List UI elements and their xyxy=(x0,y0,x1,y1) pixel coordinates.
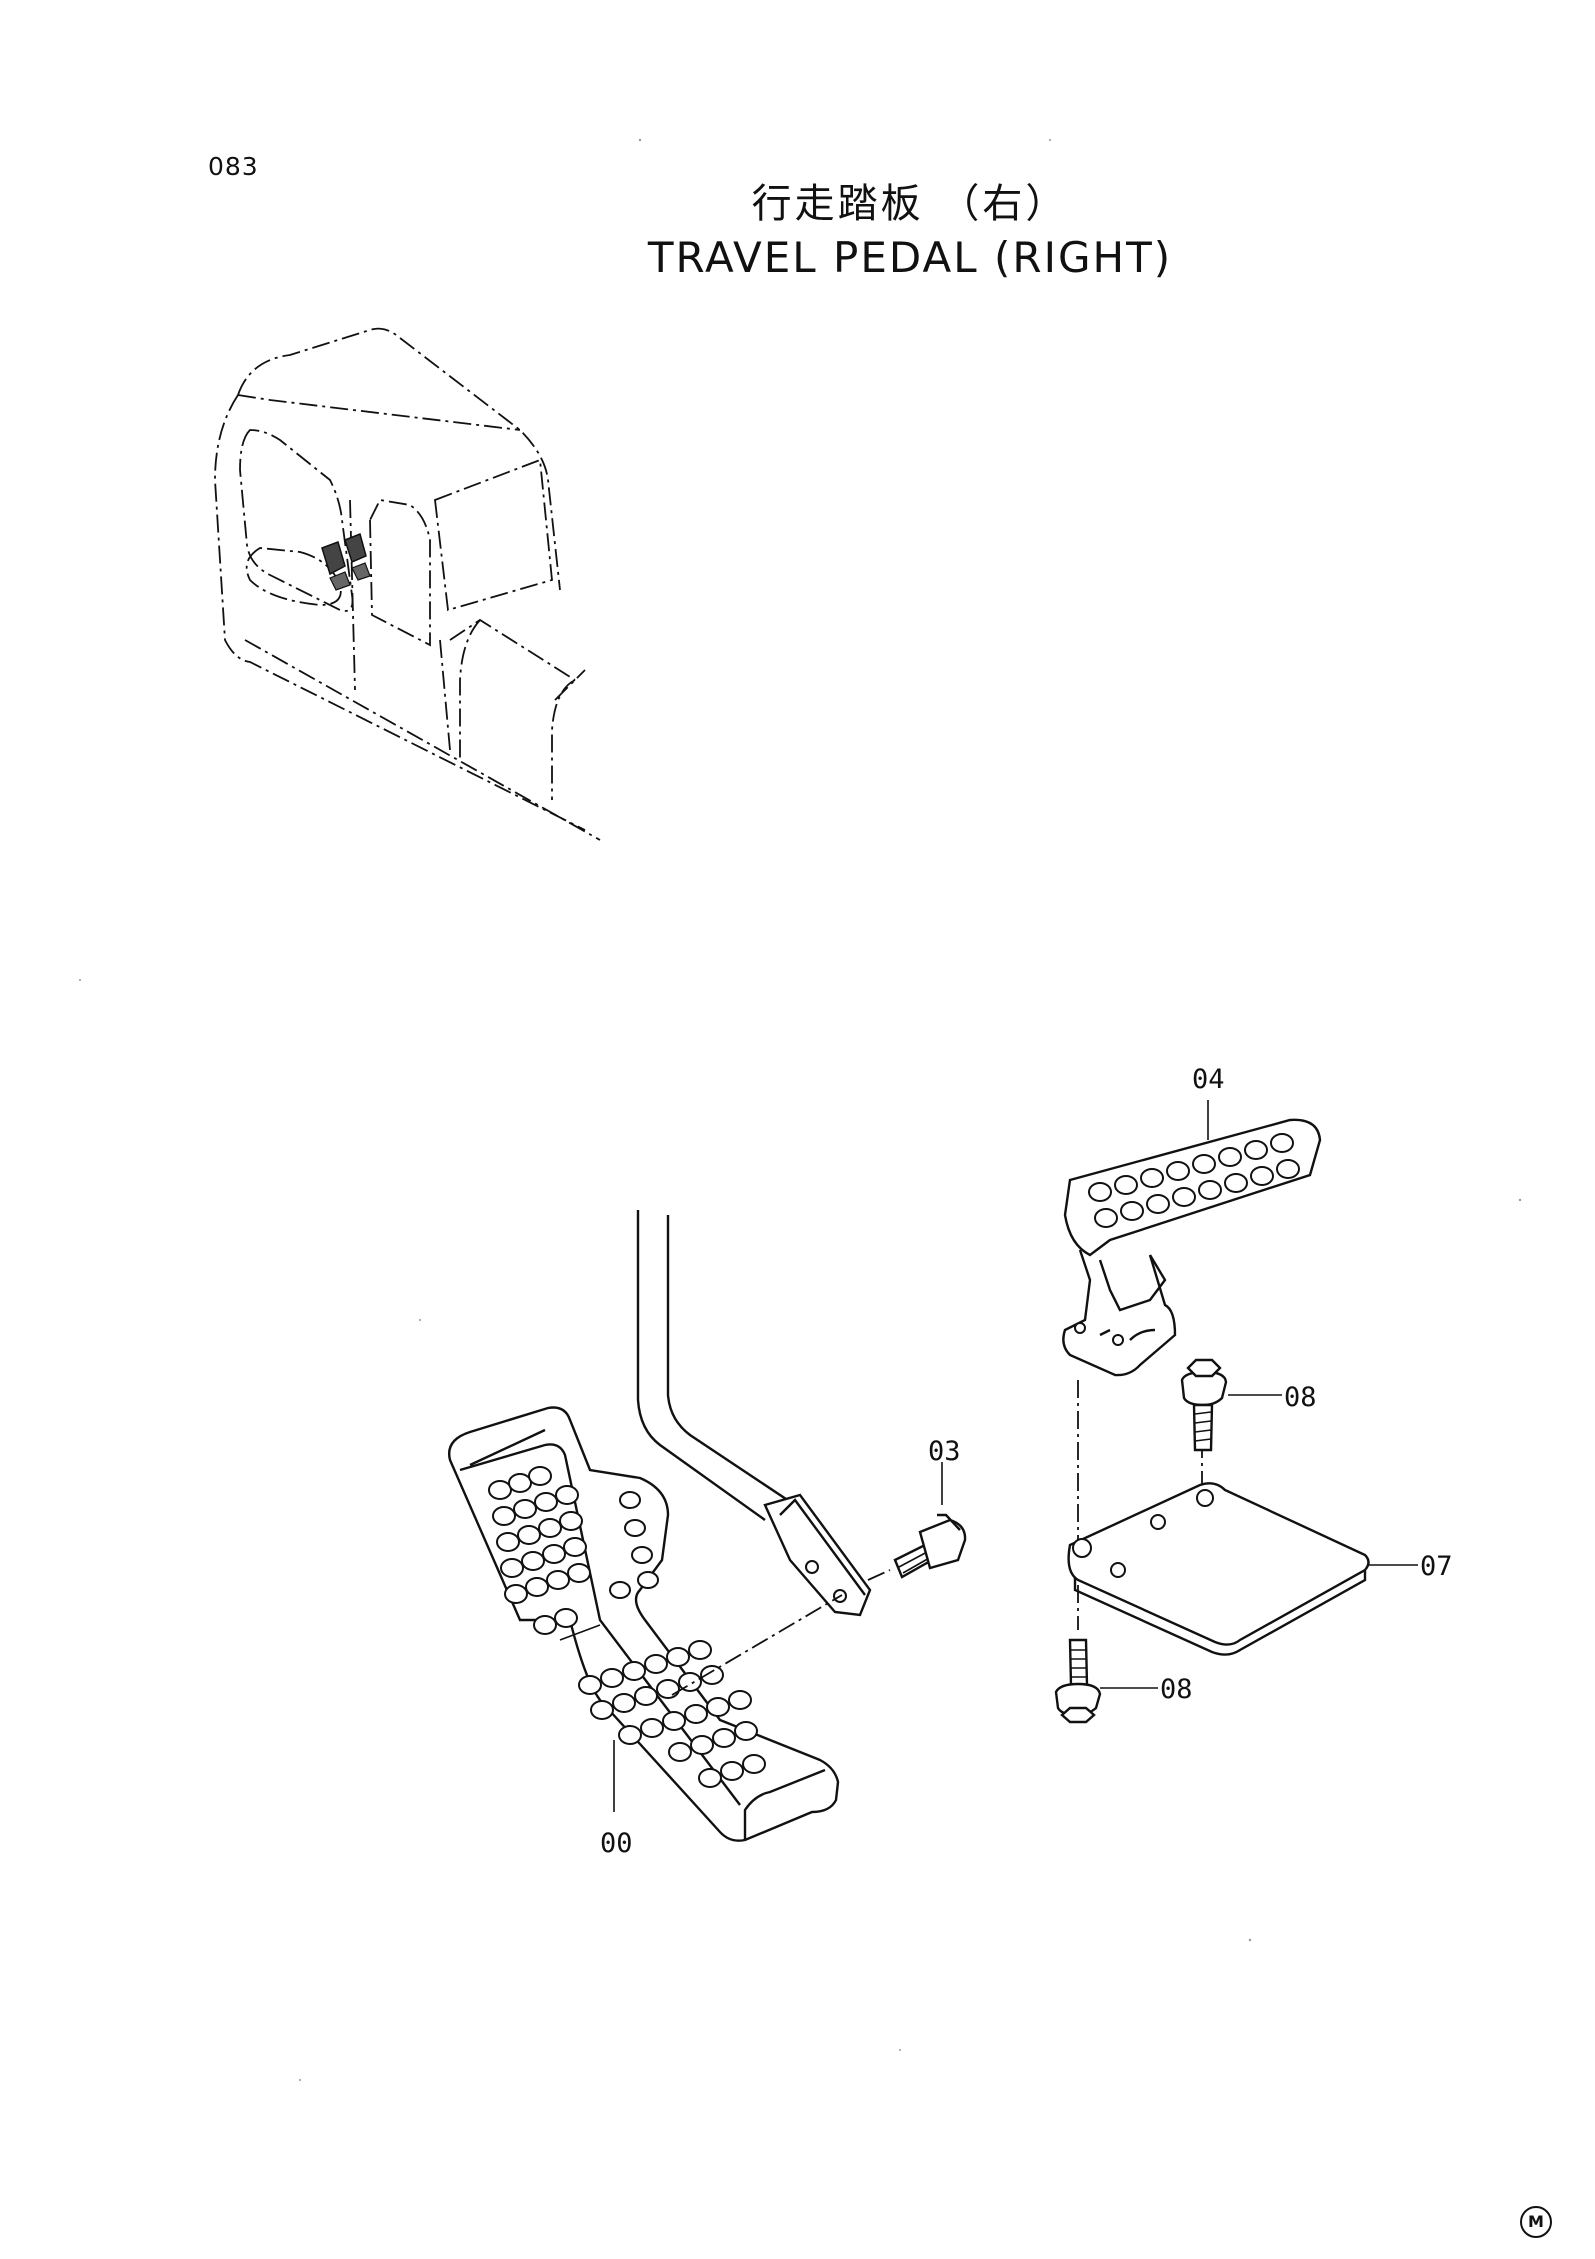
bolt-part-08-bottom xyxy=(1054,1638,1158,1724)
pedal-part-00 xyxy=(448,1210,872,1842)
alignment-line-00-03 xyxy=(671,1594,843,1696)
callout-08-bottom: 08 xyxy=(1160,1674,1193,1705)
title-english: TRAVEL PEDAL (RIGHT) xyxy=(647,233,1173,282)
callout-03: 03 xyxy=(928,1436,961,1467)
pedal-00-studs xyxy=(488,1466,766,1788)
title-block: 行走踏板 （右） TRAVEL PEDAL (RIGHT) xyxy=(560,180,1260,285)
bolt-part-03 xyxy=(893,1462,967,1579)
cab-locator-sketch xyxy=(214,327,601,841)
page-number: 083 xyxy=(208,152,259,181)
manufacturer-mark: M xyxy=(1520,2206,1552,2238)
callout-07: 07 xyxy=(1420,1551,1453,1582)
callout-08-top: 08 xyxy=(1284,1382,1317,1413)
bolt-part-08-top xyxy=(1180,1358,1282,1452)
scan-specks xyxy=(79,138,1522,2081)
pedal-location-highlight xyxy=(321,532,371,591)
pedal-part-04 xyxy=(1062,1100,1322,1377)
callout-04: 04 xyxy=(1192,1064,1225,1095)
plate-part-07 xyxy=(1067,1482,1418,1656)
callout-00: 00 xyxy=(600,1828,633,1859)
pedal-04-studs xyxy=(1088,1133,1300,1228)
title-japanese: 行走踏板 （右） xyxy=(751,181,1069,227)
